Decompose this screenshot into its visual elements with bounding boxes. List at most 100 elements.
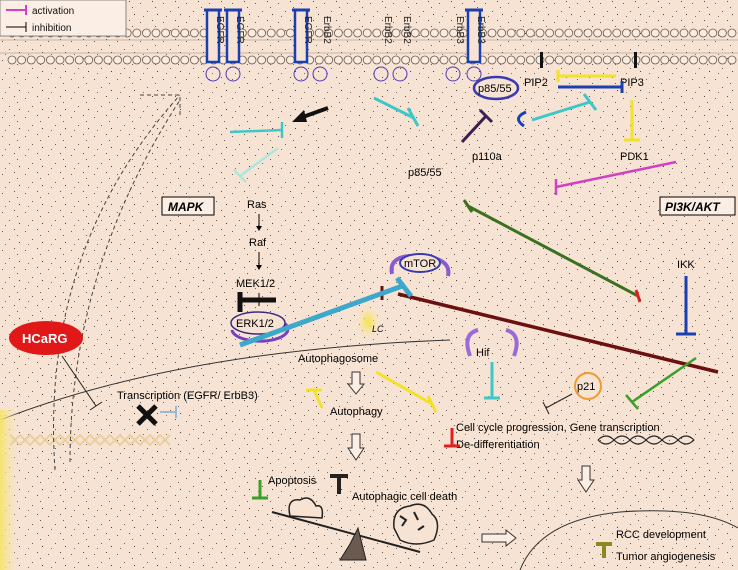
pip3-label: PIP3 xyxy=(620,77,644,89)
lipid-head xyxy=(612,55,622,65)
membrane-lipid-marker xyxy=(540,52,543,68)
lipid-head xyxy=(247,28,257,38)
lipid-head xyxy=(324,28,334,38)
legend: activation inhibition xyxy=(0,0,127,37)
arrow-cell-death xyxy=(347,433,365,461)
lipid-head xyxy=(353,55,363,65)
lipid-head xyxy=(401,28,411,38)
membrane-lipid-marker xyxy=(634,52,637,68)
mapk-title: MAPK xyxy=(168,200,205,214)
lipid-head xyxy=(170,28,180,38)
lipid-head xyxy=(141,55,151,65)
lipid-head xyxy=(602,28,612,38)
p21-circle xyxy=(574,372,602,400)
cell-cycle-label: Cell cycle progression, Gene transcripti… xyxy=(456,422,660,434)
lipid-head xyxy=(189,28,199,38)
yellow-autophagy-inhibitor xyxy=(375,370,433,406)
rcc-label: RCC development xyxy=(616,529,706,541)
lipid-head xyxy=(718,55,727,65)
lipid-head xyxy=(314,55,324,65)
lipid-head xyxy=(401,55,411,65)
lipid-head xyxy=(429,28,439,38)
lipid-head xyxy=(554,55,564,65)
autophagy-label: Autophagy xyxy=(330,406,383,418)
lipid-head xyxy=(161,28,171,38)
lipid-head xyxy=(487,55,497,65)
lipid-head xyxy=(372,55,382,65)
lipid-head xyxy=(497,55,507,65)
lipid-head xyxy=(410,28,420,38)
mapk-box xyxy=(161,196,215,216)
green-long-line xyxy=(467,204,639,298)
lipid-head xyxy=(314,28,324,38)
lipid-head xyxy=(602,55,612,65)
p85-ellipse xyxy=(472,75,520,101)
pi3k-title: PI3K/AKT xyxy=(665,200,721,214)
lipid-head xyxy=(554,28,564,38)
lipid-head xyxy=(132,55,142,65)
pi3k-box xyxy=(659,196,736,216)
lipid-head xyxy=(574,55,583,65)
lipid-head xyxy=(276,55,286,65)
lipid-head xyxy=(266,28,276,38)
lipid-head xyxy=(574,28,583,38)
lipid-head xyxy=(343,28,353,38)
mek-label: MEK1/2 xyxy=(236,278,275,290)
lipid-head xyxy=(689,28,698,38)
lipid-head xyxy=(458,55,468,65)
lipid-head xyxy=(266,55,276,65)
cyan-mtor-line xyxy=(239,282,406,348)
lipid-head xyxy=(257,28,267,38)
lipid-head xyxy=(583,28,593,38)
receptor-label: ErbB2 xyxy=(321,16,332,44)
lipid-head xyxy=(333,28,343,38)
lipid-head xyxy=(670,55,679,65)
lipid-head xyxy=(526,55,535,65)
lipid-head xyxy=(324,55,334,65)
lipid-head xyxy=(679,55,689,65)
lipid-head xyxy=(545,28,554,38)
feedback-arc-inner xyxy=(69,99,181,463)
lipid-head xyxy=(362,55,372,65)
lipid-head xyxy=(708,28,718,38)
lipid-head xyxy=(506,28,516,38)
pi3k-pathway: PI3K/AKT p85/55 p110a p85/55 PIP2 PIP3 P… xyxy=(408,70,736,336)
hcarg-ellipse xyxy=(9,321,83,355)
seesaw xyxy=(271,497,439,561)
pdk1-activation-line xyxy=(555,160,677,189)
autophagic-death-label: Autophagic cell death xyxy=(352,491,457,503)
lipid-head xyxy=(660,55,670,65)
lipid-head xyxy=(65,55,74,65)
lipid-head xyxy=(487,28,497,38)
lipid-head xyxy=(660,28,670,38)
lipid-head xyxy=(151,28,161,38)
autophagosome-label: Autophagosome xyxy=(298,353,378,365)
feedback-arc-outer xyxy=(53,94,181,471)
angiogenesis-label: Tumor angiogenesis xyxy=(616,551,716,563)
lipid-head xyxy=(727,28,737,38)
lc3-label: LC xyxy=(372,324,384,334)
lipid-head xyxy=(506,55,516,65)
lipid-head xyxy=(641,55,650,65)
autophagic-cell xyxy=(393,503,439,545)
legend-inhibition: inhibition xyxy=(32,23,71,34)
lipid-head xyxy=(257,55,267,65)
raf-label: Raf xyxy=(249,237,267,249)
lipid-head xyxy=(7,55,17,65)
lipid-head xyxy=(94,55,103,65)
lipid-head xyxy=(650,55,660,65)
blocked-x-icon xyxy=(136,404,158,426)
erbb2-cyan-inhibitor xyxy=(373,96,415,120)
lipid-head xyxy=(708,55,718,65)
lipid-head xyxy=(516,55,526,65)
lipid-head xyxy=(353,28,363,38)
lipid-head xyxy=(276,28,286,38)
hcarg-label: HCaRG xyxy=(22,331,68,346)
transcription-label: Transcription (EGFR/ ErbB3) xyxy=(117,390,258,402)
hif-label: Hif xyxy=(476,347,490,359)
lipid-head xyxy=(631,28,641,38)
lipid-head xyxy=(180,55,190,65)
lipid-head xyxy=(343,55,353,65)
